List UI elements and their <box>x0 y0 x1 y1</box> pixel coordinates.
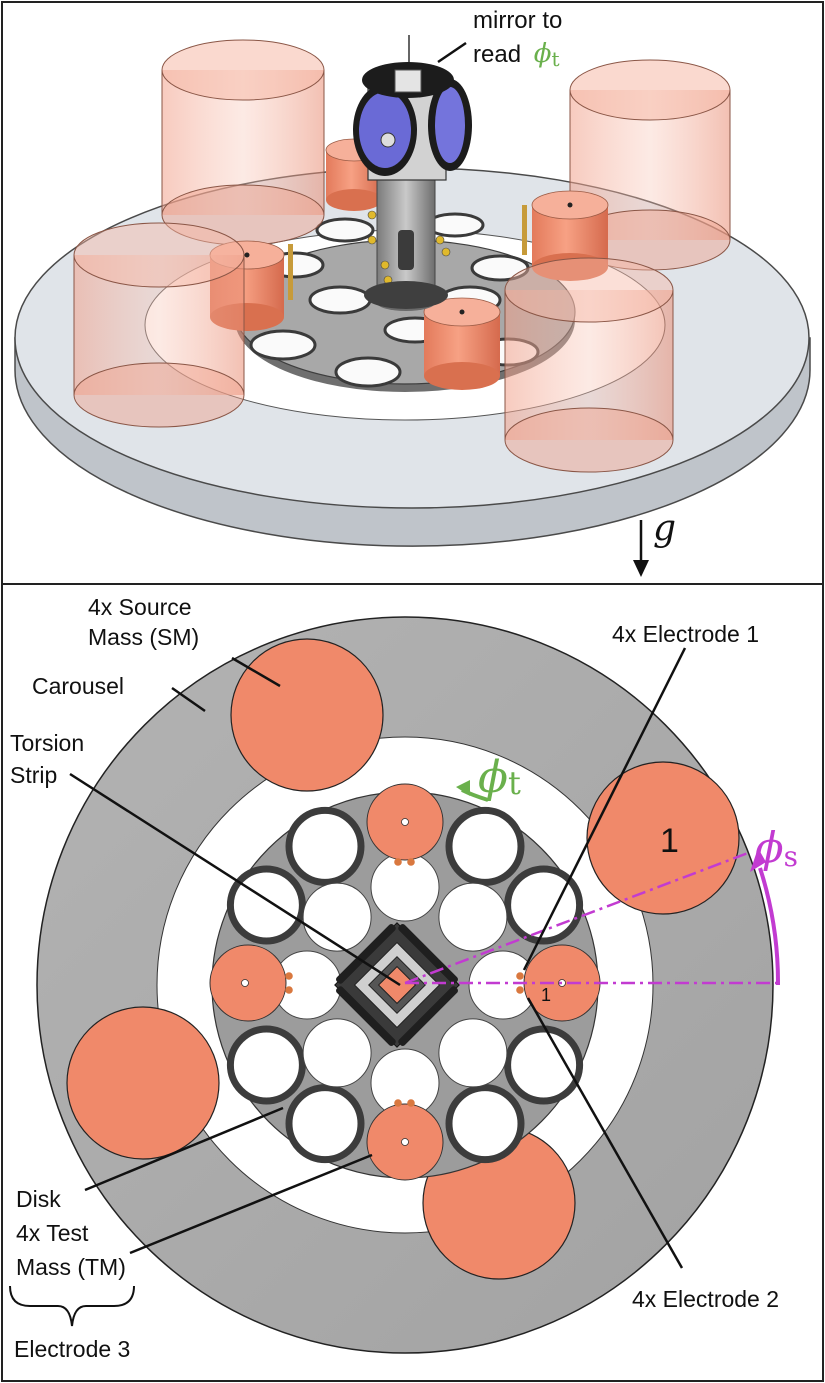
disk-outer-hole <box>226 865 306 945</box>
top-test-mass-front <box>423 297 501 390</box>
carousel-label: Carousel <box>32 673 124 699</box>
top-source-mass-back-left <box>161 39 325 246</box>
source-mass-right <box>586 761 740 915</box>
phi-t-arrow <box>456 780 489 802</box>
disk-outer-hole <box>285 806 365 886</box>
disk-label: Disk <box>16 1186 61 1212</box>
top-mirror-cube <box>353 35 472 181</box>
source-mass-label-line2: Mass (SM) <box>88 624 199 650</box>
leader-lines <box>69 647 687 1269</box>
source-mass-top <box>230 638 384 792</box>
disk-outer-hole <box>504 1025 584 1105</box>
electrode3-label: Electrode 3 <box>14 1336 130 1362</box>
top-pendulum-column <box>364 174 451 311</box>
test-mass-label-line1: 4x Test <box>16 1220 89 1246</box>
phi-s-label: ϕs <box>755 823 798 873</box>
disk-outer-hole <box>285 1084 365 1164</box>
mirror-label-line2: read ϕt <box>473 39 560 71</box>
test-mass-number: 1 <box>541 985 551 1005</box>
phi-s-sub: s <box>784 840 798 873</box>
source-mass-left <box>66 1006 220 1160</box>
mirror-label-read: read <box>473 41 521 68</box>
pendulum-top-view <box>334 922 460 1048</box>
electrode1-label: 4x Electrode 1 <box>612 621 759 647</box>
mirror-label-line1: mirror to <box>473 7 562 34</box>
gravity-arrow <box>633 520 649 577</box>
source-mass-label-line1: 4x Source <box>88 594 192 620</box>
torsion-label-line2: Strip <box>10 762 57 788</box>
mirror-label-phi: ϕ <box>534 39 552 69</box>
gravity-label: g <box>653 508 676 549</box>
test-mass-label-line2: Mass (TM) <box>16 1254 126 1280</box>
disk-inner-hole <box>302 1018 372 1088</box>
phi-t-symbol: ϕ <box>478 752 508 803</box>
phi-t-sub: t <box>508 764 521 802</box>
mirror-label-phi-sub: t <box>551 47 559 71</box>
test-mass-left-hole <box>241 979 249 987</box>
disk-outer-hole <box>226 1025 306 1105</box>
top-test-mass-right <box>522 190 609 281</box>
disk-inner-hole <box>438 1018 508 1088</box>
phi-s-reference-lines <box>404 851 780 985</box>
electrodes <box>285 858 524 1107</box>
disk-axis-hole <box>370 852 440 922</box>
disk-inner-hole <box>302 882 372 952</box>
phi-s-arrow <box>750 848 781 986</box>
mirror-label-leader <box>437 41 467 64</box>
top-source-mass-front-right <box>504 257 674 473</box>
phi-s-symbol: ϕ <box>755 823 784 872</box>
electrode2-label: 4x Electrode 2 <box>632 1286 779 1312</box>
test-mass-bottom-hole <box>401 1138 409 1146</box>
top-source-mass-front-left <box>73 222 245 428</box>
disk-outer-hole <box>445 806 525 886</box>
electrode3-brace <box>9 1285 135 1327</box>
disk-holes <box>226 806 584 1164</box>
source-mass-number: 1 <box>660 822 679 860</box>
torsion-label-line1: Torsion <box>10 730 84 756</box>
phi-t-label: ϕt <box>478 752 521 803</box>
test-mass-top-hole <box>401 818 409 826</box>
disk-inner-hole <box>438 882 508 952</box>
disk-outer-hole <box>445 1084 525 1164</box>
